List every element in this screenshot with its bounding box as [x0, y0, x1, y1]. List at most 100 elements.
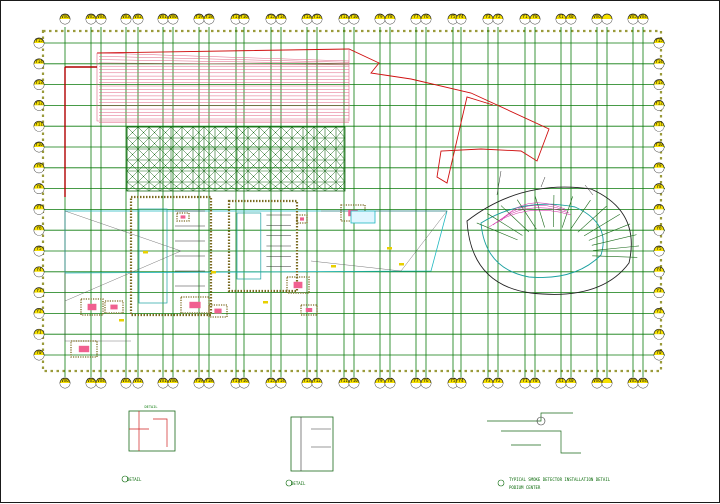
- bottom-bubble-7a-lower: [302, 383, 312, 388]
- top-bubble-12b-label: Y2: [495, 14, 501, 19]
- top-bubble-9a-lower: [375, 19, 385, 24]
- top-bubble-12b-lower: [493, 19, 503, 24]
- bottom-bubble-11b: Y4: [456, 378, 466, 388]
- bottom-bubble-14b-label: X0: [568, 378, 574, 383]
- top-bubble-11b: Y4: [456, 14, 466, 24]
- right-bubble-7-label: Y8: [656, 184, 662, 189]
- marker-6: [119, 319, 124, 322]
- right-bubble-3-lower: [654, 105, 664, 110]
- top-bubble-7a: Y13: [302, 14, 312, 24]
- left-bubble-10-lower: [34, 251, 44, 256]
- right-bubble-13-label: Y2: [656, 309, 662, 314]
- top-bubble-15a-lower: [592, 19, 602, 24]
- detail-marker-2: [498, 480, 504, 486]
- top-bubble-16a-label: VX5: [629, 14, 637, 19]
- top-bubble-8b-lower: [349, 19, 359, 24]
- bottom-bubble-3b-lower: [168, 383, 178, 388]
- left-bubble-11-label: Y4: [36, 267, 42, 272]
- left-bubble-2: Y13: [34, 80, 44, 90]
- bottom-bubble-7a-label: Y13: [303, 378, 311, 383]
- bottom-bubble-8a-lower: [339, 383, 349, 388]
- left-bubble-13-lower: [34, 313, 44, 318]
- left-bubble-6-label: Y9: [36, 163, 42, 168]
- right-bubble-0-label: Y15: [655, 38, 663, 43]
- room-fill-4: [214, 309, 221, 314]
- bottom-bubble-15a: VX6: [592, 378, 602, 388]
- bottom-bubble-16a: VX5: [628, 378, 638, 388]
- top-bubble-11b-label: Y4: [458, 14, 464, 19]
- bottom-bubble-1a-label: VX5: [87, 378, 95, 383]
- bottom-bubble-8a: Y11: [339, 378, 349, 388]
- top-bubble-2a-label: VX3: [122, 14, 130, 19]
- top-bubble-5b-label: Y16: [240, 14, 248, 19]
- left-bubble-13-label: Y2: [36, 309, 42, 314]
- top-bubble-0a-label: VX6: [61, 14, 69, 19]
- left-bubble-13: Y2: [34, 308, 44, 318]
- top-bubble-3a-label: VX1: [159, 14, 167, 19]
- left-bubble-3: Y12: [34, 100, 44, 110]
- room-fill-2: [79, 346, 89, 352]
- bottom-bubble-7b: Y12: [312, 378, 322, 388]
- right-bubble-6: Y9: [654, 163, 664, 173]
- bottom-bubble-4b-lower: [204, 383, 214, 388]
- bottom-bubble-2b-lower: [133, 383, 143, 388]
- top-bubble-16b-lower: [638, 19, 648, 24]
- bottom-bubble-8b: Y10: [349, 378, 359, 388]
- top-bubble-6b-lower: [276, 19, 286, 24]
- bottom-bubble-8b-lower: [349, 383, 359, 388]
- top-bubble-1a-lower: [86, 19, 96, 24]
- bottom-bubble-1b: VX4: [96, 378, 106, 388]
- left-bubble-6: Y9: [34, 163, 44, 173]
- detail-3-title: TYPICAL SMOKE DETECTOR INSTALLATION DETA…: [509, 477, 611, 482]
- top-bubble-14a: X1: [556, 14, 566, 24]
- bottom-bubble-3a-label: VX1: [159, 378, 167, 383]
- left-bubble-12: Y3: [34, 288, 44, 298]
- bottom-bubble-16b-label: VX4: [639, 378, 647, 383]
- bottom-bubble-14b: X0: [566, 378, 576, 388]
- bottom-bubble-10a-lower: [411, 383, 421, 388]
- bottom-bubble-6b: Y14: [276, 378, 286, 388]
- left-bubble-8: Y7: [34, 204, 44, 214]
- bottom-bubble-13b-lower: [530, 383, 540, 388]
- left-bubble-9-label: Y6: [36, 225, 42, 230]
- top-bubble-7b-lower: [312, 19, 322, 24]
- top-bubble-10b-lower: [421, 19, 431, 24]
- left-bubble-2-lower: [34, 85, 44, 90]
- roof-outline: [97, 49, 549, 183]
- bottom-bubble-13a-label: Y1: [522, 378, 528, 383]
- top-bubble-13b-lower: [530, 19, 540, 24]
- top-bubble-2b-lower: [133, 19, 143, 24]
- top-bubble-6a-lower: [266, 19, 276, 24]
- bottom-bubble-14a-lower: [556, 383, 566, 388]
- top-bubble-13a-label: Y1: [522, 14, 528, 19]
- bottom-bubble-6a-label: Y15: [267, 378, 275, 383]
- bottom-bubble-1a-lower: [86, 383, 96, 388]
- room-fill-9: [300, 217, 304, 220]
- room-fill-8: [181, 215, 186, 218]
- top-bubble-11b-lower: [456, 19, 466, 24]
- bottom-bubble-9b: Y8: [385, 378, 395, 388]
- top-bubble-3b-label: VX0: [169, 14, 177, 19]
- right-bubble-15: Y0: [654, 350, 664, 360]
- left-bubble-5: Y10: [34, 142, 44, 152]
- bottom-bubble-12b-label: Y2: [495, 378, 501, 383]
- bottom-bubble-2a-lower: [121, 383, 131, 388]
- top-bubble-8a-lower: [339, 19, 349, 24]
- podium-diagonals-2: [311, 211, 447, 271]
- right-bubble-14: Y1: [654, 329, 664, 339]
- right-bubble-12: Y3: [654, 288, 664, 298]
- stadium-rib-1: [593, 246, 639, 251]
- left-bubble-10-label: Y5: [36, 246, 42, 251]
- room-fill-1: [110, 305, 117, 310]
- bottom-bubble-11a-label: Y5: [450, 378, 456, 383]
- left-bubble-15-lower: [34, 355, 44, 360]
- top-bubble-2b-label: VX2: [134, 14, 142, 19]
- top-bubble-15a-label: VX6: [593, 14, 601, 19]
- top-bubble-9b-lower: [385, 19, 395, 24]
- marker-1: [211, 271, 216, 274]
- building-right-core: [237, 213, 261, 279]
- bottom-bubble-16a-label: VX5: [629, 378, 637, 383]
- detail-1-frame: [129, 411, 175, 451]
- top-bubble-6b-label: Y14: [277, 14, 285, 19]
- bottom-bubble-7b-lower: [312, 383, 322, 388]
